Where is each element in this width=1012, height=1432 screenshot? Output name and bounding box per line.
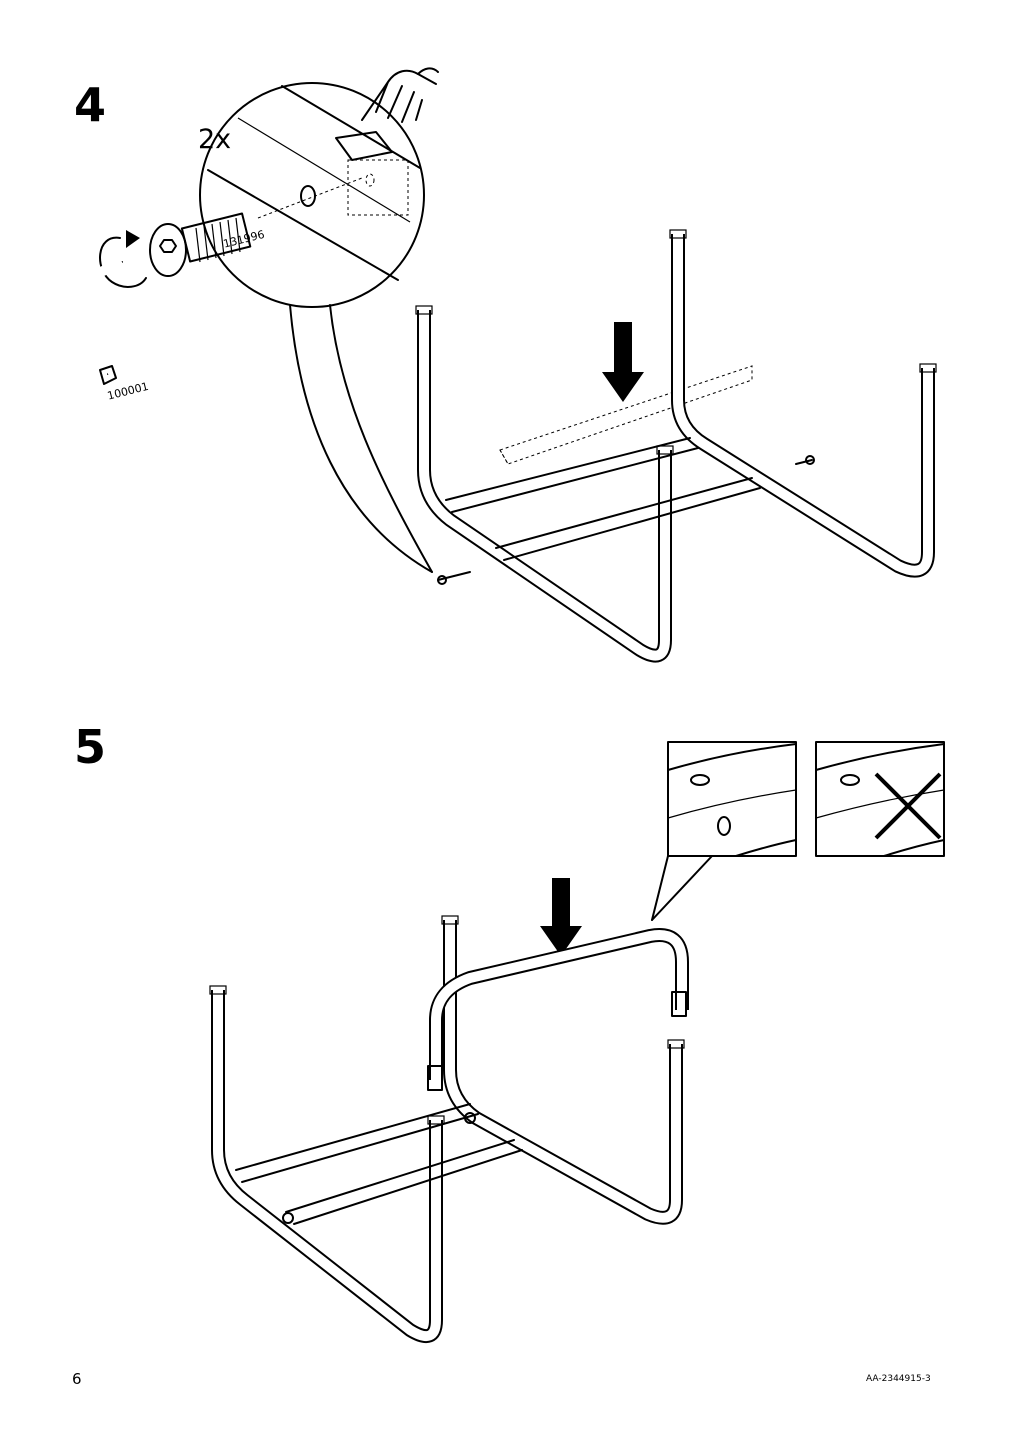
- step-4-number: 4: [74, 78, 107, 132]
- allen-key: [79, 257, 155, 385]
- wrong-cross-icon: [874, 772, 942, 840]
- detail-wrong-orientation: [815, 741, 945, 857]
- down-arrow-icon: [602, 322, 644, 402]
- document-id: AA-2344915-3: [866, 1374, 931, 1384]
- step-4-illustration: [79, 67, 937, 663]
- chair-frame-step5: [209, 915, 689, 1344]
- step-5-number: 5: [74, 720, 107, 774]
- page-number: 6: [72, 1370, 82, 1388]
- chair-frame-step4: [415, 229, 937, 663]
- detail-correct-orientation: [651, 741, 797, 921]
- rotate-arrow-icon: [99, 230, 147, 288]
- down-arrow-icon-step5: [540, 878, 582, 956]
- press-hand-icon: [361, 67, 439, 123]
- seat-plank-outline: [499, 365, 753, 465]
- step-4-detail-callout: [199, 82, 433, 573]
- bolt-part: [149, 212, 252, 277]
